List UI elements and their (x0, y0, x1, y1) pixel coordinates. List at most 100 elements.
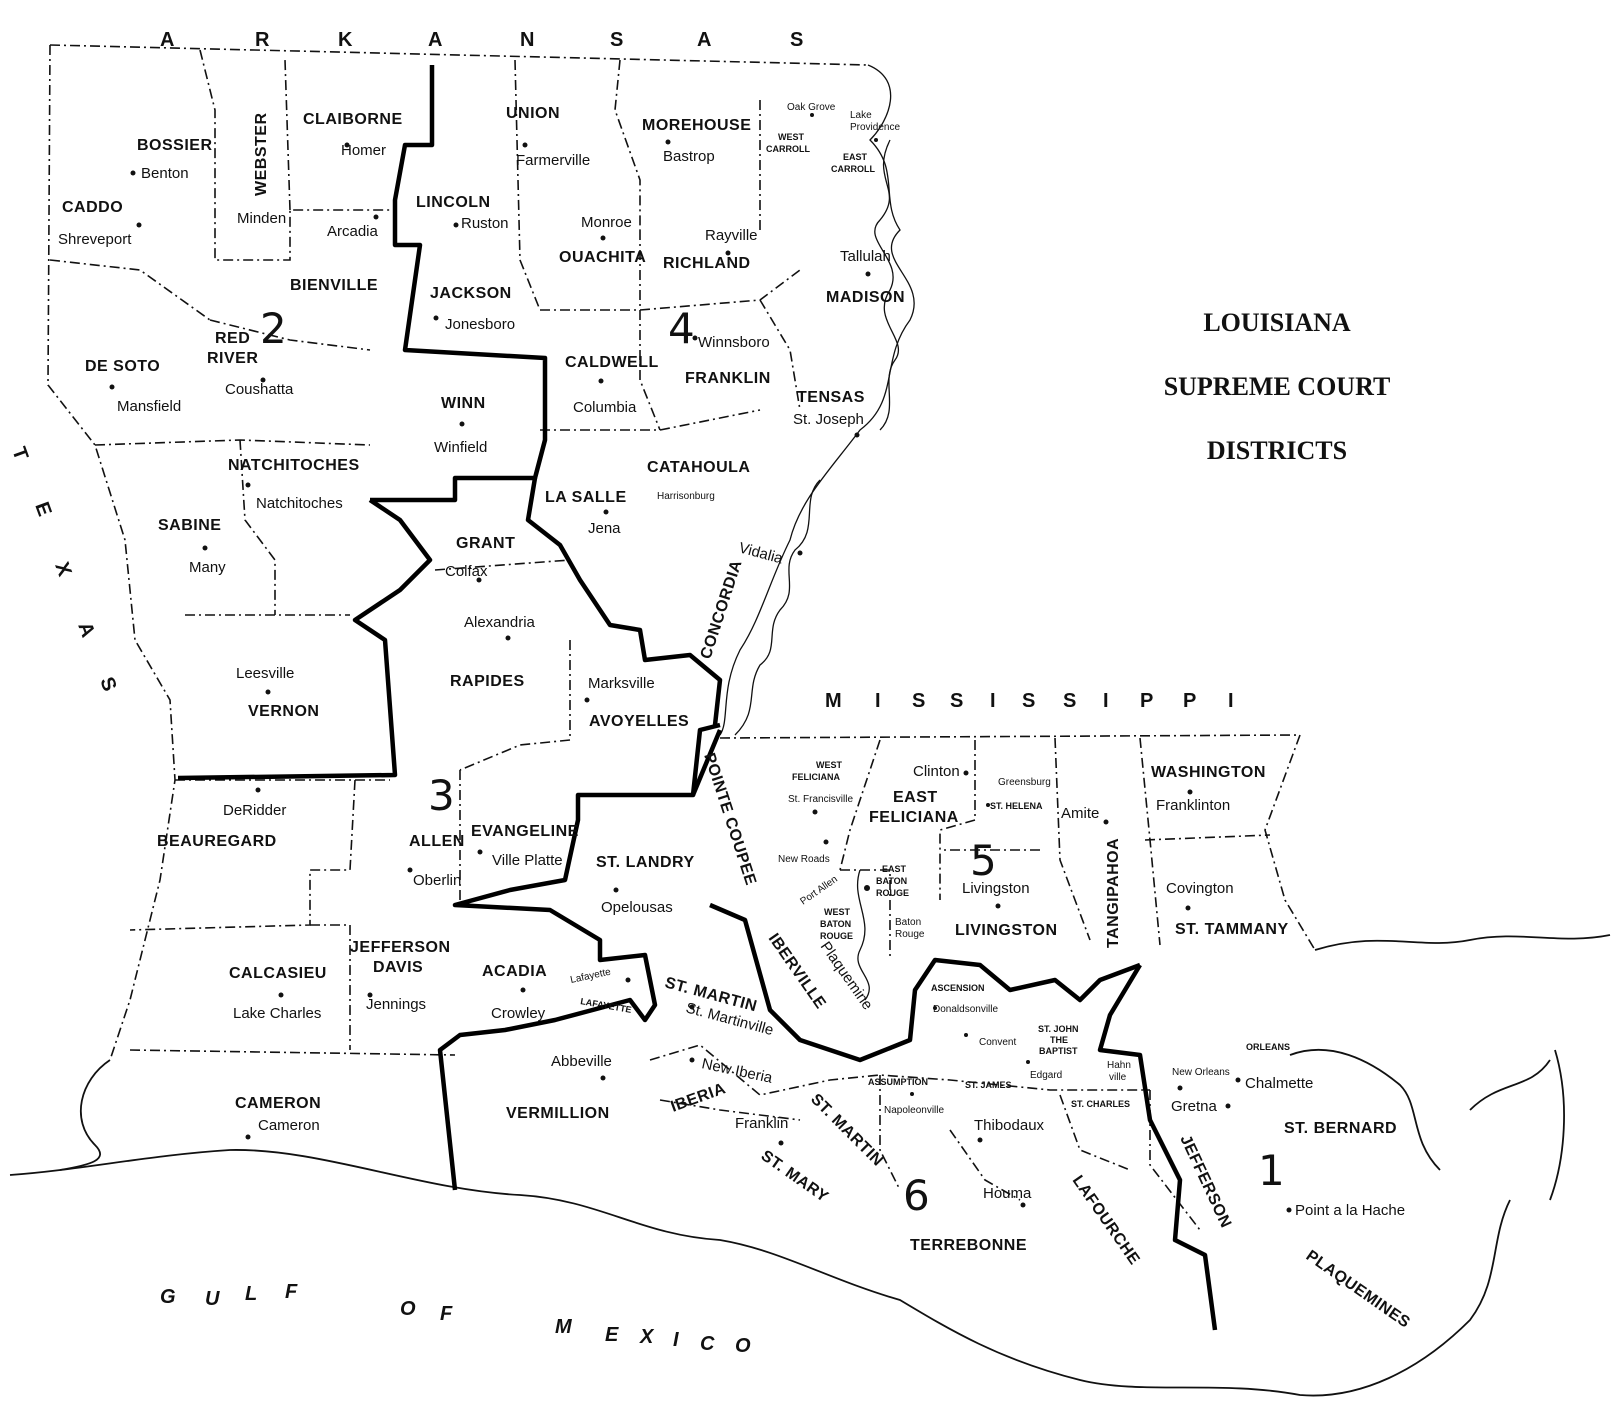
svg-text:DeRidder: DeRidder (223, 802, 286, 819)
parish-orleans: ORLEANS (1246, 1042, 1290, 1052)
svg-text:Benton: Benton (141, 165, 189, 182)
parish-richland: RICHLAND (663, 255, 751, 272)
parish-tangipahoa: TANGIPAHOA (1105, 838, 1122, 948)
svg-text:Winnsboro: Winnsboro (698, 334, 770, 351)
parish-allen: ALLEN (409, 833, 465, 850)
svg-text:New Orleans: New Orleans (1172, 1067, 1230, 1078)
parish-boundaries (49, 49, 1271, 1231)
svg-text:Homer: Homer (341, 142, 386, 159)
svg-text:Rouge: Rouge (895, 929, 925, 940)
parish-st-martin-lower: ST. MARTIN (807, 1091, 886, 1170)
svg-text:Crowley: Crowley (491, 1005, 546, 1022)
parish-bienville: BIENVILLE (290, 277, 378, 294)
svg-text:Hahn: Hahn (1107, 1060, 1131, 1071)
svg-text:RIVER: RIVER (207, 350, 258, 367)
state-outline (9, 44, 1611, 1397)
parish-jefferson: JEFFERSON (1176, 1133, 1234, 1231)
svg-text:Monroe: Monroe (581, 214, 632, 231)
parish-labels: CADDO Shreveport BOSSIER Benton WEBSTER … (58, 102, 1413, 1332)
svg-text:Many: Many (189, 559, 226, 576)
parish-st-bernard: ST. BERNARD (1284, 1120, 1397, 1137)
svg-text:Convent: Convent (979, 1037, 1016, 1048)
parish-franklin: FRANKLIN (685, 370, 771, 387)
parish-webster: WEBSTER (253, 113, 270, 197)
mississippi-label: M I S S I S S I P P I (825, 690, 1234, 712)
svg-text:Amite: Amite (1061, 805, 1099, 822)
svg-text:Baton: Baton (895, 917, 921, 928)
parish-avoyelles: AVOYELLES (589, 713, 689, 730)
svg-text:Ville Platte: Ville Platte (492, 852, 563, 869)
parish-grant: GRANT (456, 535, 515, 552)
svg-text:ROUGE: ROUGE (876, 888, 909, 898)
svg-text:Alexandria: Alexandria (464, 614, 536, 631)
district-1: 1 (1258, 1146, 1285, 1195)
svg-text:Ruston: Ruston (461, 215, 509, 232)
svg-text:C: C (700, 1333, 715, 1355)
parish-lincoln: LINCOLN (416, 194, 491, 211)
svg-text:THE: THE (1050, 1035, 1068, 1045)
svg-text:S: S (790, 29, 803, 51)
parish-washington: WASHINGTON (1151, 764, 1266, 781)
svg-text:Columbia: Columbia (573, 399, 637, 416)
parish-rapides: RAPIDES (450, 673, 525, 690)
svg-text:Natchitoches: Natchitoches (256, 495, 343, 512)
svg-text:K: K (338, 29, 353, 51)
svg-text:Providence: Providence (850, 122, 900, 133)
svg-text:R: R (255, 29, 270, 51)
parish-claiborne: CLAIBORNE (303, 111, 403, 128)
svg-text:Edgard: Edgard (1030, 1070, 1062, 1081)
svg-text:Minden: Minden (237, 210, 286, 227)
parish-st-tammany: ST. TAMMANY (1175, 921, 1289, 938)
parish-morehouse: MOREHOUSE (642, 117, 751, 134)
svg-text:New Iberia: New Iberia (700, 1055, 774, 1087)
svg-text:S: S (950, 690, 963, 712)
parish-vermillion: VERMILLION (506, 1105, 610, 1122)
svg-text:Covington: Covington (1166, 880, 1234, 897)
district-boundaries (177, 65, 1218, 1331)
svg-text:I: I (1103, 690, 1109, 712)
parish-ascension: ASCENSION (931, 983, 985, 993)
svg-text:Thibodaux: Thibodaux (974, 1117, 1045, 1134)
svg-text:Greensburg: Greensburg (998, 777, 1051, 788)
svg-text:A: A (697, 29, 711, 51)
svg-text:Tallulah: Tallulah (840, 248, 891, 265)
svg-text:Jena: Jena (588, 520, 621, 537)
svg-text:Port Allen: Port Allen (798, 874, 839, 908)
parish-iberville: IBERVILLE (765, 931, 829, 1013)
parish-plaquemines: PLAQUEMINES (1303, 1247, 1413, 1331)
svg-text:BATON: BATON (876, 876, 907, 886)
svg-text:N: N (520, 29, 534, 51)
parish-tensas: TENSAS (797, 389, 865, 406)
parish-jefferson-davis: JEFFERSON (350, 939, 451, 956)
svg-text:A: A (428, 29, 442, 51)
svg-text:Jennings: Jennings (366, 996, 426, 1013)
svg-text:F: F (285, 1281, 298, 1303)
svg-text:Cameron: Cameron (258, 1117, 320, 1134)
gulf-of-mexico-label: G U L F O F M E X I C O (160, 1281, 751, 1357)
parish-st-james: ST. JAMES (965, 1080, 1012, 1090)
parish-east-baton-rouge: EAST (882, 864, 907, 874)
svg-text:FELICIANA: FELICIANA (869, 809, 959, 826)
svg-text:ville: ville (1109, 1072, 1127, 1083)
svg-text:Coushatta: Coushatta (225, 381, 294, 398)
parish-winn: WINN (441, 395, 486, 412)
svg-text:A: A (73, 619, 99, 640)
svg-text:Leesville: Leesville (236, 665, 294, 682)
svg-text:Marksville: Marksville (588, 675, 655, 692)
parish-concordia: CONCORDIA (698, 558, 746, 661)
svg-text:Abbeville: Abbeville (551, 1053, 612, 1070)
svg-text:Chalmette: Chalmette (1245, 1075, 1313, 1092)
svg-text:Opelousas: Opelousas (601, 899, 673, 916)
svg-text:I: I (875, 690, 881, 712)
parish-la-salle: LA SALLE (545, 489, 627, 506)
svg-text:Oberlin: Oberlin (413, 872, 461, 889)
parish-de-soto: DE SOTO (85, 358, 160, 375)
parish-beauregard: BEAUREGARD (157, 833, 277, 850)
district-6: 6 (903, 1171, 930, 1220)
svg-text:M: M (825, 690, 842, 712)
svg-text:S: S (610, 29, 623, 51)
parish-west-carroll: WEST (778, 132, 805, 142)
svg-text:S: S (1022, 690, 1035, 712)
svg-text:Livingston: Livingston (962, 880, 1030, 897)
svg-text:New Roads: New Roads (778, 854, 830, 865)
